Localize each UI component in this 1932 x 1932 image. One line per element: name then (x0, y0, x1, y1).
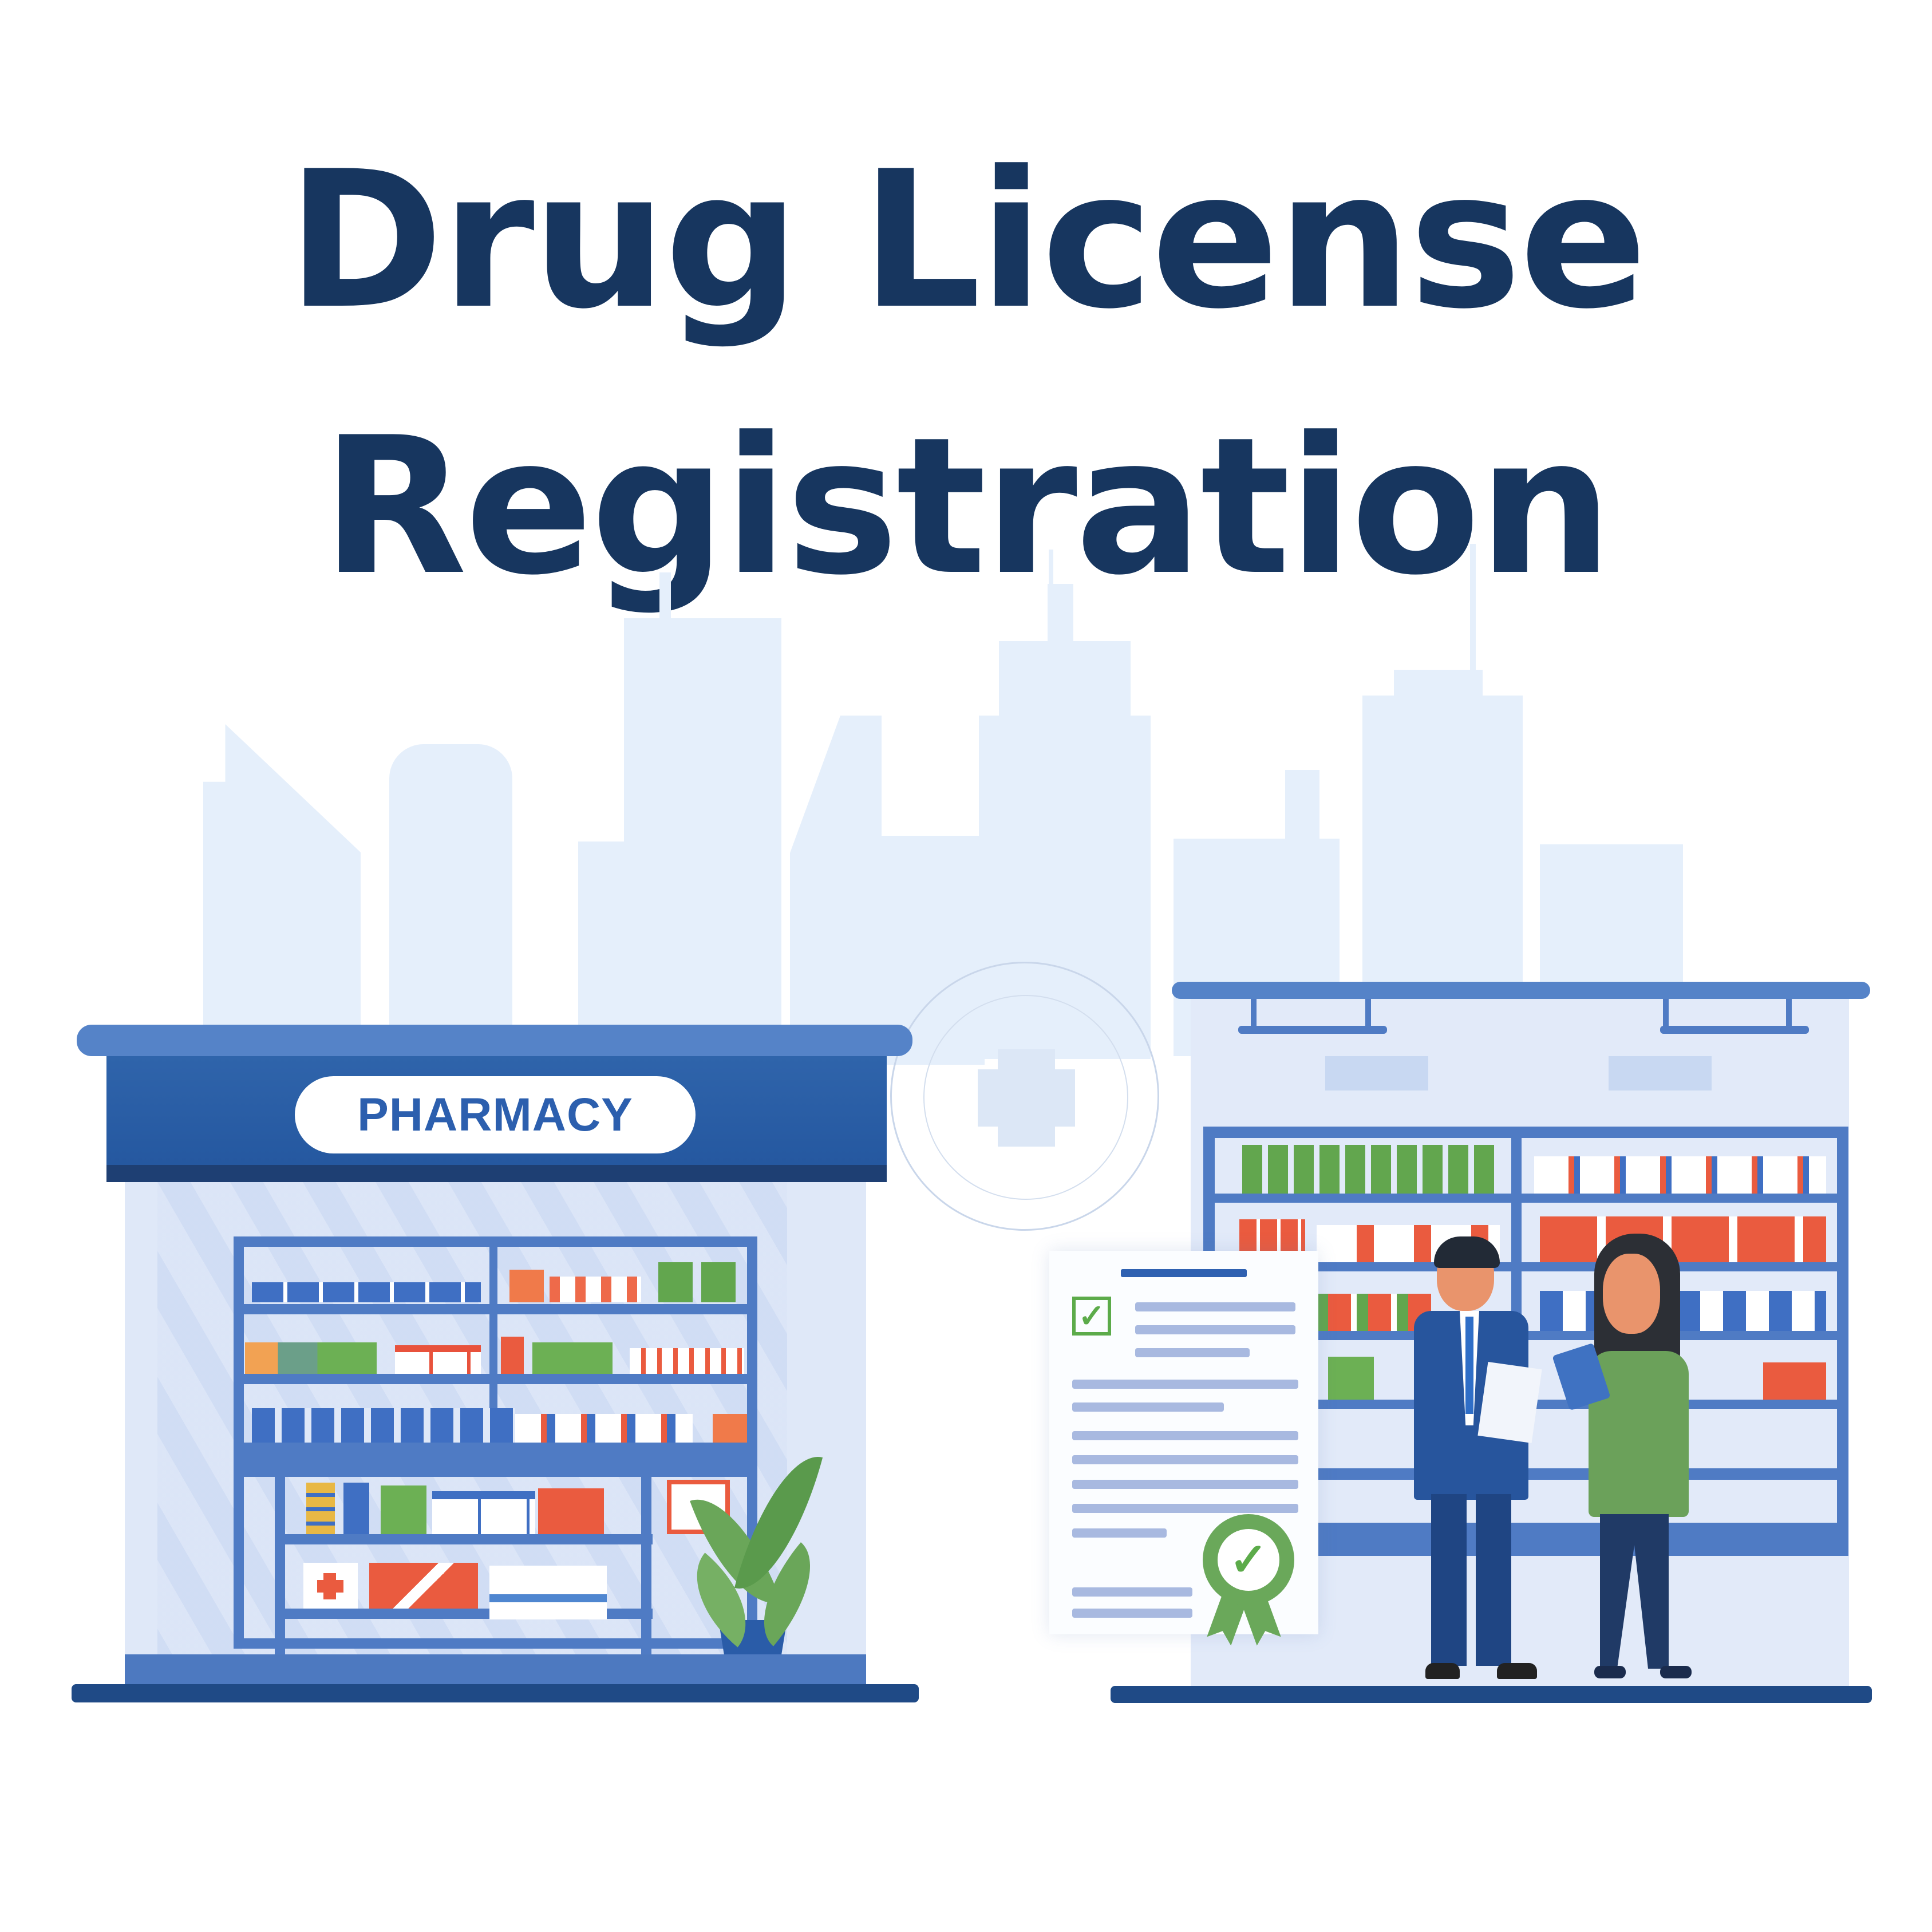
title-line-1: Drug License (287, 131, 1647, 350)
pharmacy-roof (77, 1025, 912, 1056)
pharmacy-base (72, 1684, 919, 1702)
interior-top-bar (1172, 982, 1870, 999)
caduceus-emblem-icon (890, 962, 1159, 1231)
paper-in-hand (1477, 1362, 1542, 1443)
title-line-2: Registration (321, 397, 1613, 617)
pharmacy-sign: PHARMACY (295, 1076, 696, 1153)
interior-shelf (1203, 1127, 1848, 1556)
interior-base (1111, 1686, 1872, 1703)
checkbox-checked-icon: ✓ (1072, 1297, 1111, 1336)
license-document: ✓ ✓ (1049, 1251, 1318, 1634)
first-aid-box (303, 1563, 358, 1609)
